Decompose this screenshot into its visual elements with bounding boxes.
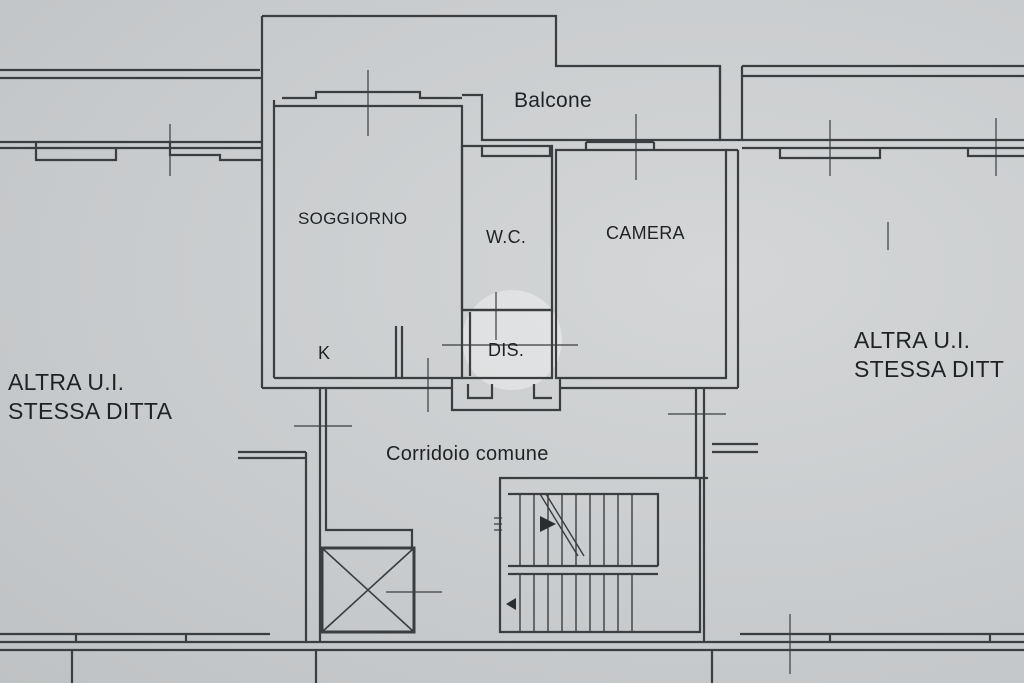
wall-right-window	[778, 148, 1024, 160]
wall-soggiorno-top	[282, 90, 462, 100]
axis-mark-1	[169, 70, 997, 250]
axis-mark-2	[294, 292, 791, 674]
wall-right-main	[718, 66, 744, 388]
lift-shaft	[320, 546, 416, 634]
wall-balcony-outer	[262, 14, 722, 142]
wall-left-strip	[0, 68, 262, 150]
wall-bottom-windows	[70, 634, 992, 683]
label-k: K	[318, 343, 331, 363]
axis-mark-3	[494, 517, 502, 531]
wall-k	[394, 326, 404, 378]
label-neighbor-left-line2: STESSA DITTA	[8, 397, 173, 424]
wall-corridor-right	[702, 388, 758, 642]
wall-bottom	[0, 632, 1024, 652]
label-dis: DIS.	[488, 340, 525, 360]
label-neighbor-right: ALTRA U.I. STESSA DITT	[854, 326, 1004, 384]
label-neighbor-right-line1: ALTRA U.I.	[854, 327, 971, 353]
wall-soggiorno	[274, 104, 464, 380]
watermark-logo	[462, 290, 562, 390]
wall-dis	[462, 308, 554, 380]
label-neighbor-right-line2: STESSA DITT	[854, 355, 1005, 382]
lift-cross	[321, 547, 415, 633]
stair-diagonal	[539, 493, 585, 557]
label-corridoio: Corridoio comune	[386, 443, 549, 465]
label-neighbor-left-line1: ALTRA U.I.	[8, 369, 125, 395]
wall-wc-window	[480, 146, 552, 158]
label-balcone: Balcone	[514, 89, 592, 112]
wall-right-strip	[742, 64, 1024, 150]
label-soggiorno: SOGGIORNO	[298, 209, 408, 228]
wall-corridor	[262, 386, 738, 642]
label-camera: CAMERA	[606, 223, 685, 243]
wall-left-window	[34, 142, 262, 162]
wall-dis-bottom	[450, 378, 562, 412]
wall-camera-window	[584, 140, 656, 150]
label-wc: W.C.	[486, 227, 527, 247]
stair-arrow-down	[506, 598, 516, 610]
wall-camera	[554, 148, 728, 380]
stair-outline	[498, 476, 702, 634]
wall-corridor-left	[238, 450, 308, 642]
stair-steps	[519, 494, 633, 632]
label-neighbor-left: ALTRA U.I. STESSA DITTA	[8, 368, 172, 426]
stair-arrow-up	[540, 516, 556, 532]
wall-apartment-left	[260, 66, 276, 388]
